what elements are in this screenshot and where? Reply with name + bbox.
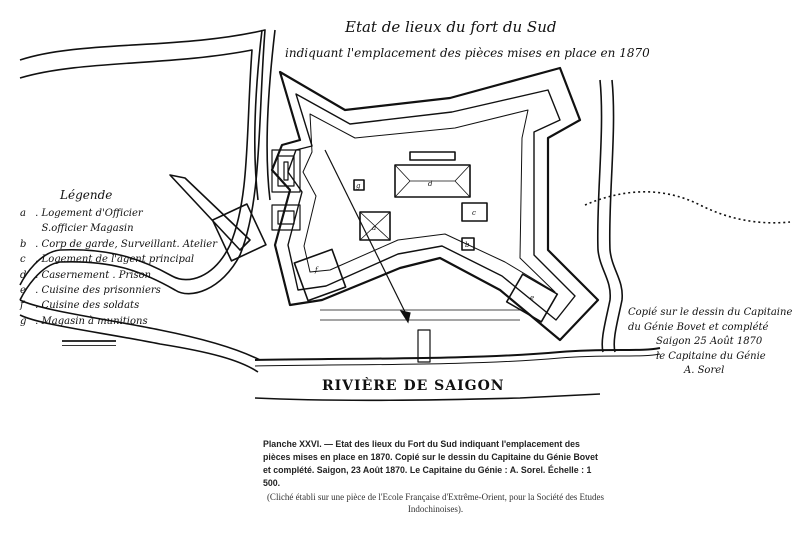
legend-item: g . Magasin à munitions [20,315,148,327]
copy-note: Copié sur le dessin du Capitaine du Géni… [628,306,792,379]
building-left-lodge [211,203,267,262]
angled-barracks [169,174,251,251]
legend-item: a . Logement d'Officier [20,208,143,219]
spiral-bastion-2 [271,204,301,231]
legend-item: S.officier Magasin [41,223,134,235]
copy-note-line: du Génie Bovet et complété [628,321,769,333]
river-label: RIVIÈRE DE SAIGON [322,378,505,394]
copy-note-line: Copié sur le dessin du Capitaine [628,307,793,318]
copy-note-signature: A. Sorel [684,365,725,376]
building-f-block [293,248,347,302]
tag-a: a [372,224,376,232]
direction-arrow [324,149,409,319]
legend-list: a . Logement d'Officier S.officier Magas… [20,206,217,329]
left-road-2 [19,314,259,373]
river-bank-top [254,347,661,361]
fort-outer-wall [270,66,600,342]
right-channel-2 [608,79,623,353]
river-road [320,309,520,321]
legend-item: b . Corp de garde, Surveillant. Atelier [20,238,217,250]
legend-item: d . Casernement . Prison [20,269,152,281]
tag-b: b [465,241,470,249]
left-stream [253,29,263,201]
tag-e: e [530,294,534,302]
building-e-block [505,273,559,323]
legend-item: c . Logement de l'agent principal [20,254,195,266]
fort-parapet [302,109,556,293]
right-channel [596,79,611,353]
building-roof-top [409,151,456,161]
river-bank-bottom [254,393,601,402]
legend-heading: Légende [60,188,113,202]
copy-note-line: le Capitaine du Génie [656,350,766,362]
legend-divider-2 [62,345,116,346]
fort-inner-wall [287,89,576,321]
map-title: Etat de lieux du fort du Sud [345,18,557,36]
arrow-head [399,310,411,324]
tag-g: g [356,182,361,190]
building-d [394,164,471,198]
legend-item: f . Cuisine des soldats [20,300,140,312]
plate-credit: (Cliché établi sur une pièce de l'Ecole … [266,492,605,514]
left-channel-inner [19,49,253,286]
building-b [461,237,475,251]
gate-causeway [417,329,431,363]
tag-f: f [314,266,319,274]
tag-d: d [428,180,433,188]
building-c [461,202,488,222]
legend-item: e . Cuisine des prisonniers [20,285,161,297]
building-a [359,211,391,241]
left-stream-2 [266,29,276,201]
river-bank-top-2 [254,353,661,367]
left-channel-outer [19,29,266,301]
map-subtitle: indiquant l'emplacement des pièces mises… [285,46,650,60]
plate-caption: Planche XXVI. — Etat des lieux du Fort d… [263,439,598,488]
copy-note-line: Saigon 25 Août 1870 [656,336,763,347]
spiral-bastion [271,149,301,193]
left-road-1 [19,299,261,361]
legend-divider [62,340,116,342]
tag-c: c [472,209,476,217]
right-dashed-road [584,191,791,224]
fort-plan: d a c b g f e [19,29,791,402]
building-g [353,179,365,191]
